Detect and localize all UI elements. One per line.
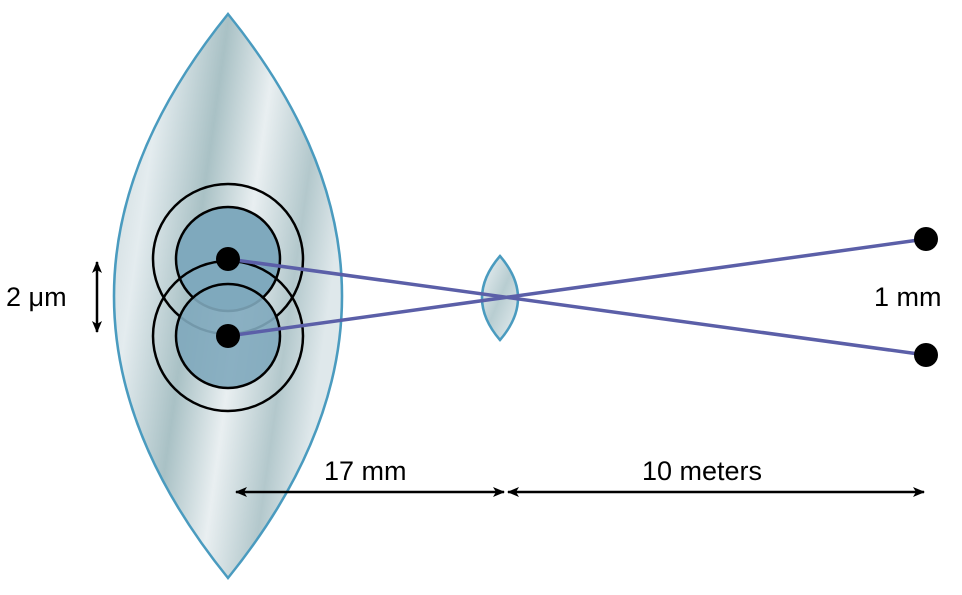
object-point-lower xyxy=(914,343,938,367)
ray-lower-image-to-upper-object xyxy=(227,237,927,338)
eye-length-label: 17 mm xyxy=(324,456,407,486)
image-point-upper xyxy=(216,247,240,271)
spot-separation-label: 2 μm xyxy=(6,282,67,312)
object-distance-label: 10 meters xyxy=(642,456,762,486)
image-point-lower xyxy=(216,324,240,348)
object-separation-label: 1 mm xyxy=(874,282,942,312)
object-point-upper xyxy=(914,227,938,251)
ray-upper-image-to-lower-object xyxy=(227,257,927,357)
